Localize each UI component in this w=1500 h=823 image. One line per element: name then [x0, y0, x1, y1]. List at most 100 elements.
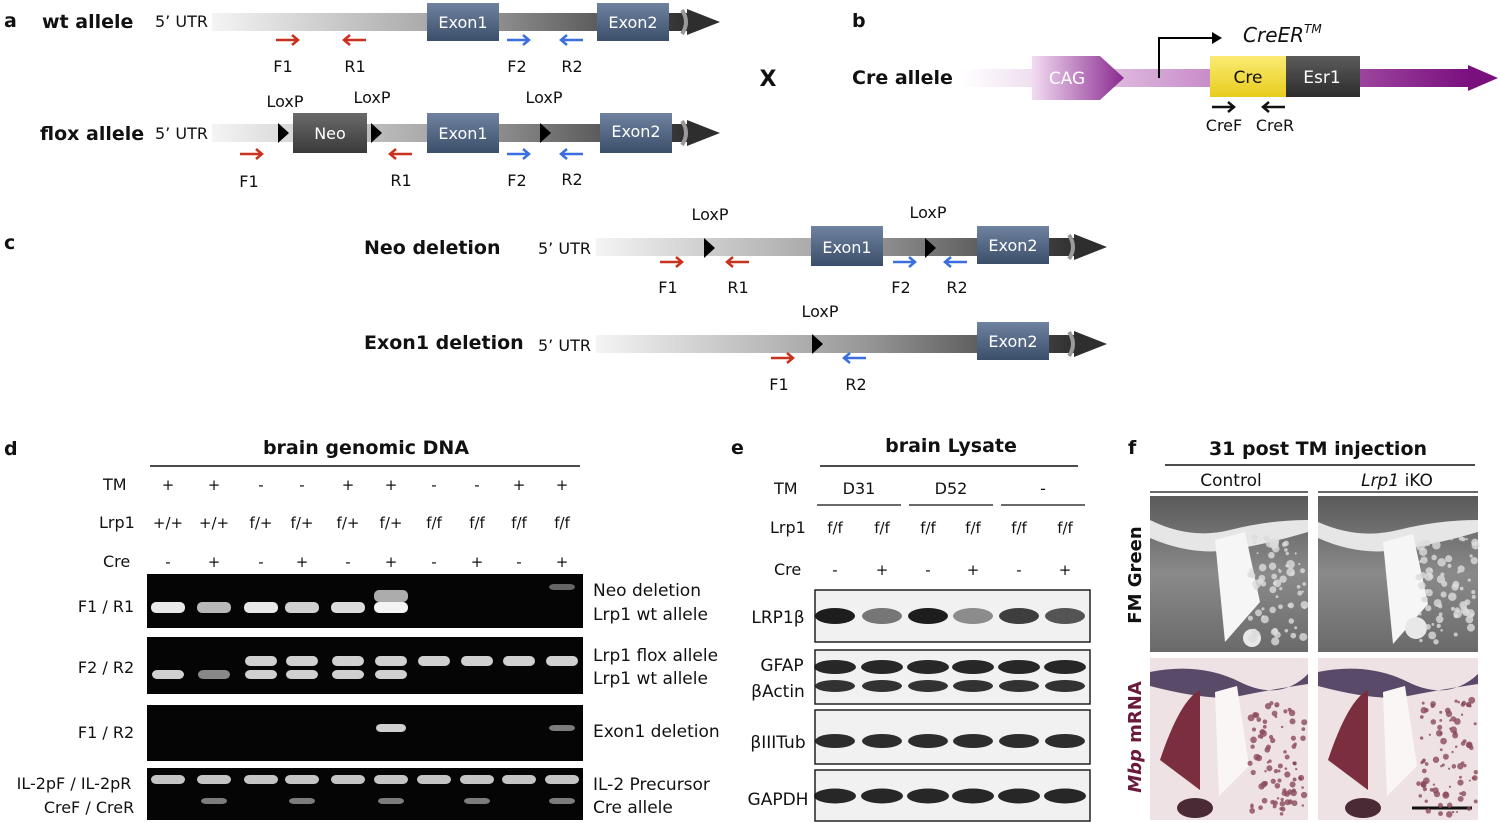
- gel-band: [197, 775, 231, 784]
- tissue-speck: [1261, 797, 1268, 804]
- tissue-speck: [1247, 615, 1254, 621]
- blot-band: [814, 660, 856, 674]
- neo-del-r1-label: R1: [727, 278, 748, 297]
- tissue-speck: [1448, 785, 1452, 788]
- tissue-speck: [1286, 567, 1295, 577]
- tissue-speck: [1253, 630, 1260, 638]
- tissue-speck: [1271, 710, 1278, 717]
- tissue-speck: [1250, 736, 1257, 744]
- tissue-speck: [1417, 581, 1426, 590]
- d-row-lrp1: Lrp1: [99, 513, 135, 532]
- d-tm-cell: +: [208, 476, 221, 494]
- panel-f-letter: f: [1128, 437, 1137, 459]
- tissue-speck: [1262, 724, 1267, 729]
- gel1-left-label: F1 / R1: [78, 597, 134, 616]
- flox-loxp-3: LoxP: [525, 88, 562, 107]
- gel2-right-label-2: Lrp1 wt allele: [593, 669, 708, 689]
- tissue-speck: [1450, 726, 1457, 734]
- tissue-speck: [1250, 769, 1256, 776]
- tissue-speck: [1440, 764, 1443, 768]
- panel-a-letter: a: [4, 10, 17, 32]
- exon1-del-loxp: LoxP: [801, 302, 838, 321]
- tissue-speck: [1466, 623, 1475, 632]
- gel-band: [331, 602, 365, 613]
- gel4-left-label-1: IL-2pF / IL-2pR: [17, 774, 132, 793]
- gel-band: [286, 670, 318, 679]
- neo-del-exon2-label: Exon2: [988, 236, 1037, 255]
- gel-band: [289, 798, 315, 804]
- e-tm-group: D52: [935, 479, 968, 498]
- tissue-speck: [1468, 779, 1471, 782]
- tissue-speck: [1415, 573, 1422, 581]
- exon1-del-exon2-box: [977, 322, 1049, 360]
- tissue-speck: [1467, 578, 1471, 582]
- tissue-speck: [1465, 537, 1468, 541]
- tissue-speck: [1277, 568, 1281, 571]
- cre-box: [1210, 56, 1286, 97]
- cag-promoter-box: [1032, 56, 1124, 100]
- tissue-speck: [1447, 563, 1452, 568]
- blot-band: [998, 660, 1040, 674]
- blot-band: [815, 680, 855, 692]
- gel4-right-label-1: IL-2 Precursor: [593, 775, 710, 795]
- tissue-speck: [1461, 700, 1467, 706]
- e-tm-group: -: [1040, 479, 1046, 498]
- gel3-left-label: F1 / R2: [78, 723, 134, 742]
- tissue-speck: [1278, 604, 1283, 610]
- tissue-speck: [1269, 606, 1276, 614]
- d-cre-cell: +: [208, 553, 221, 571]
- gel-band: [152, 670, 184, 679]
- tissue-speck: [1279, 800, 1286, 807]
- blot-band: [999, 680, 1039, 692]
- tissue-speck: [1260, 730, 1267, 737]
- cag-label: CAG: [1049, 69, 1085, 89]
- tissue-speck: [1290, 735, 1296, 741]
- d-tm-cell: -: [431, 476, 436, 494]
- neo-box: [293, 113, 367, 153]
- tissue-speck: [1425, 623, 1431, 630]
- wt-r1-label: R1: [344, 57, 365, 76]
- tissue-speck: [1260, 615, 1269, 624]
- tissue-speck: [1258, 783, 1265, 790]
- tissue-speck: [1261, 607, 1265, 611]
- d-tm-cell: +: [556, 476, 569, 494]
- e-cre-cell: +: [967, 561, 980, 579]
- tissue-speck: [1279, 575, 1287, 583]
- tissue-speck: [1425, 605, 1432, 612]
- tissue-speck: [1442, 791, 1450, 799]
- tissue-speck: [1424, 572, 1433, 581]
- tissue-speck: [1466, 608, 1475, 618]
- gel-band: [245, 670, 277, 679]
- blot-band: [952, 788, 994, 804]
- tissue-speck: [1457, 795, 1464, 802]
- tissue-speck: [1284, 767, 1288, 771]
- tissue-speck: [1444, 707, 1451, 714]
- gel3-right-label: Exon1 deletion: [593, 722, 720, 742]
- tissue-speck: [1473, 769, 1478, 775]
- gel-band: [285, 602, 319, 613]
- e-cre-cell: +: [876, 561, 889, 579]
- tissue-speck: [1298, 563, 1301, 566]
- tissue-speck: [1468, 696, 1476, 704]
- blot-band: [908, 680, 948, 692]
- tissue-speck: [1250, 805, 1254, 809]
- tissue-speck: [1420, 780, 1426, 786]
- e-tm-group: D31: [843, 479, 876, 498]
- neo-del-r2-label: R2: [946, 278, 967, 297]
- tissue-speck: [1425, 589, 1433, 597]
- blot-band: [999, 608, 1039, 624]
- neo-label: Neo: [314, 124, 346, 143]
- esr1-label: Esr1: [1303, 68, 1340, 88]
- gel2-right-label-1: Lrp1 flox allele: [593, 646, 718, 666]
- tissue-speck: [1291, 800, 1298, 807]
- gel-band: [374, 602, 408, 613]
- tissue-speck: [1428, 631, 1437, 640]
- d-tm-cell: +: [162, 476, 175, 494]
- d-cre-cell: +: [471, 553, 484, 571]
- tissue-speck: [1430, 701, 1436, 707]
- tissue-speck: [1252, 727, 1256, 732]
- blot-band: [953, 680, 993, 692]
- tissue-speck: [1459, 586, 1464, 591]
- d-tm-cell: -: [258, 476, 263, 494]
- gel-band: [245, 656, 277, 666]
